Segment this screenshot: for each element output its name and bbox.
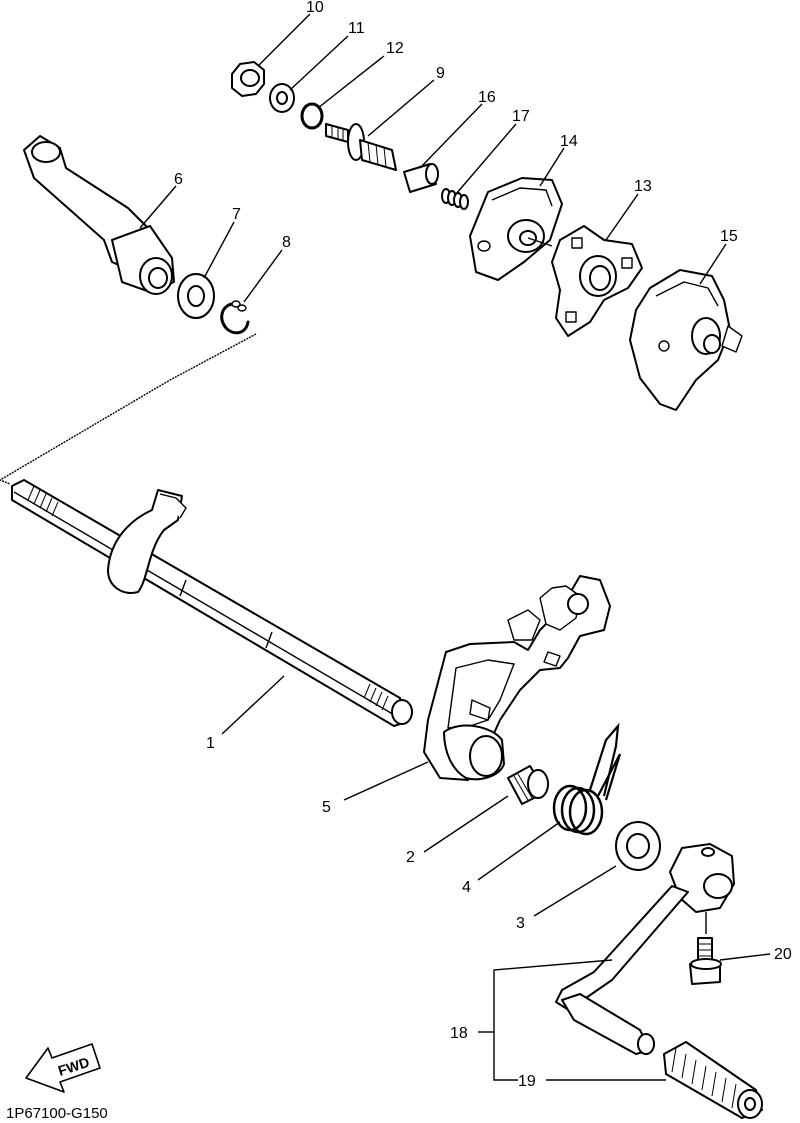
callout-2: 2 [406,849,415,866]
fwd-direction-arrow: FWD [25,1043,101,1093]
part-4-spring [552,722,622,836]
part-12-o-ring [300,102,324,130]
part-18-shift-pedal [555,843,735,1055]
callout-8: 8 [282,234,291,251]
part-9-bolt [325,123,397,171]
part-13-star-plate [551,225,643,337]
callout-18: 18 [450,1025,468,1042]
callout-11: 11 [348,20,365,37]
callout-labels: 10 11 12 9 16 17 14 13 15 6 7 8 1 5 2 4 … [174,0,792,1090]
part-15-segment [629,269,743,411]
callout-7: 7 [232,206,241,223]
callout-12: 12 [386,40,404,57]
part-19-pedal-rubber [663,1041,763,1119]
part-8-circlip [220,300,250,335]
part-17-spring [441,188,469,210]
part-20-bolt [689,937,722,985]
callout-20: 20 [774,946,792,963]
callout-5: 5 [322,799,331,816]
part-11-washer [269,83,295,113]
part-1-shift-shaft [11,479,413,727]
callout-3: 3 [516,915,525,932]
callout-16: 16 [478,89,496,106]
shaft-spline-right [363,683,389,711]
diagram-code: 1P67100-G150 [6,1105,108,1122]
part-14-shift-plate [469,177,563,281]
callout-4: 4 [462,879,471,896]
part-7-washer [177,273,215,319]
part-5-shift-lever [423,575,611,781]
callout-6: 6 [174,171,183,188]
part-6-shift-arm [23,135,175,295]
part-2-bearing [507,765,549,805]
callout-15: 15 [720,228,738,245]
callout-14: 14 [560,133,578,150]
leader-lines [139,13,771,1081]
part-10-nut [231,61,265,97]
callout-17: 17 [512,108,530,125]
part-16-collar [403,163,439,193]
part-3-oil-seal [615,821,661,871]
callout-19: 19 [518,1073,536,1090]
shaft-spline-left [27,485,59,517]
callout-1: 1 [206,735,215,752]
callout-10: 10 [306,0,324,16]
callout-13: 13 [634,178,652,195]
callout-9: 9 [436,65,445,82]
